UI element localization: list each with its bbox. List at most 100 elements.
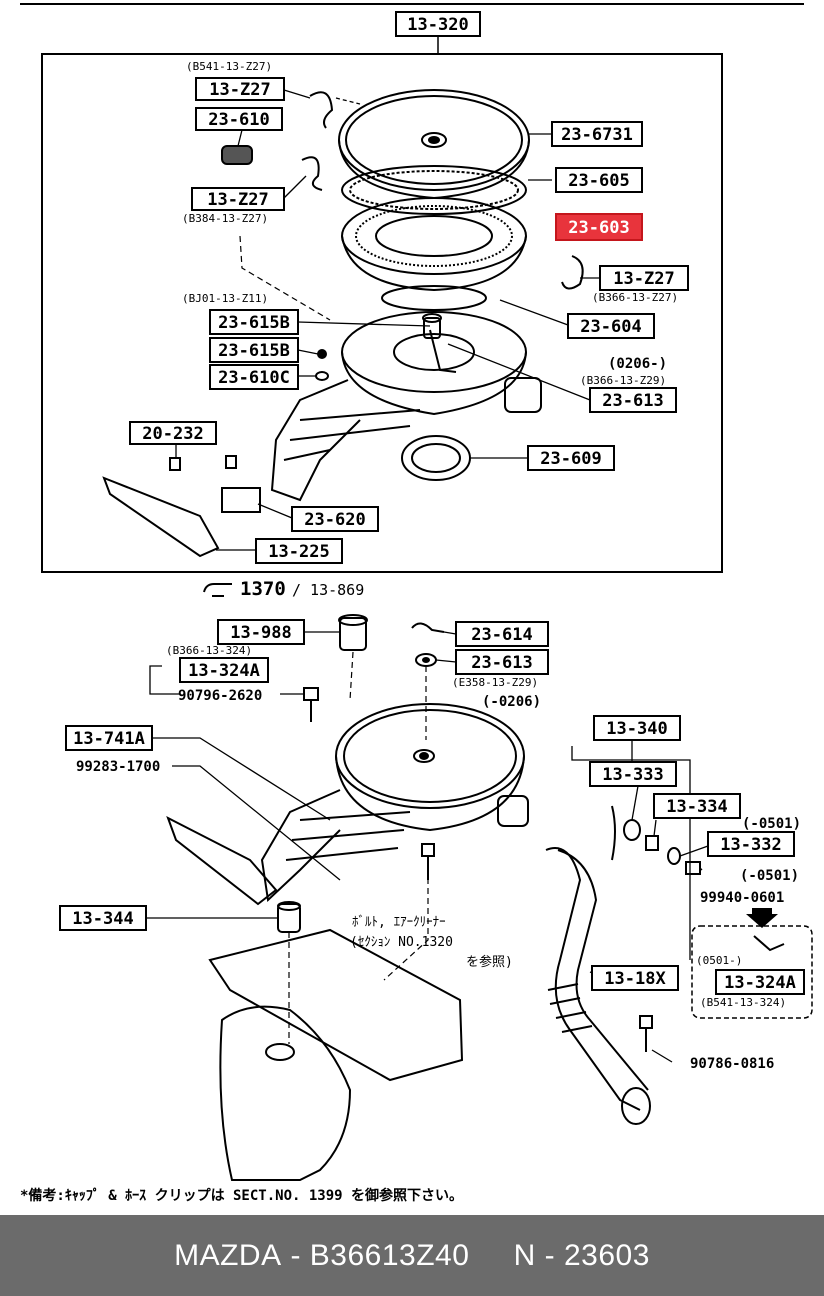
svg-text:13-Z27: 13-Z27: [613, 269, 674, 289]
svg-text:23-609: 23-609: [540, 449, 601, 469]
svg-text:99283-1700: 99283-1700: [76, 759, 160, 775]
n-prefix: N: [513, 1238, 536, 1272]
label-13-18X[interactable]: 13-18X: [591, 965, 679, 991]
label-23-620[interactable]: 23-620: [291, 506, 379, 532]
label-13-988[interactable]: 13-988: [217, 619, 305, 645]
label-23-613-lower[interactable]: 23-613: [455, 649, 549, 675]
label-13-333[interactable]: 13-333: [589, 761, 677, 787]
svg-text:23-620: 23-620: [304, 510, 365, 530]
svg-text:23-603: 23-603: [568, 218, 629, 238]
label-23-604[interactable]: 23-604: [567, 313, 655, 339]
label-13-Z27-right[interactable]: 13-Z27: [599, 265, 689, 291]
svg-text:(B366-13-324): (B366-13-324): [166, 644, 252, 657]
label-13-324A-left[interactable]: 13-324A: [179, 657, 269, 683]
gap: [469, 1239, 513, 1273]
label-13-344[interactable]: 13-344: [59, 905, 147, 931]
svg-text:ﾎﾞﾙﾄ, ｴｱｰｸﾘｰﾅｰ: ﾎﾞﾙﾄ, ｴｱｰｸﾘｰﾅｰ: [352, 915, 446, 930]
svg-text:13-344: 13-344: [72, 909, 133, 929]
label-23-6731[interactable]: 23-6731: [551, 121, 643, 147]
svg-text:13-741A: 13-741A: [73, 729, 145, 749]
upper-assembly-frame: [41, 53, 723, 573]
label-20-232[interactable]: 20-232: [129, 421, 217, 445]
svg-text:13-324A: 13-324A: [188, 661, 260, 681]
svg-text:(B541-13-324): (B541-13-324): [700, 996, 786, 1009]
svg-text:13-Z27: 13-Z27: [209, 80, 270, 100]
svg-text:23-613: 23-613: [471, 653, 532, 673]
svg-text:13-225: 13-225: [268, 542, 329, 562]
svg-text:13-18X: 13-18X: [604, 969, 666, 989]
valve-part: [338, 614, 368, 651]
gasket-ring: [341, 165, 527, 215]
svg-text:(0501-): (0501-): [696, 954, 742, 967]
svg-text:13-988: 13-988: [230, 623, 291, 643]
svg-text:23-610: 23-610: [208, 110, 269, 130]
label-13-741A[interactable]: 13-741A: [65, 725, 153, 751]
air-filter-element: [341, 197, 527, 292]
footnote: *備考:ｷｬｯﾌﾟ & ﾎｰｽ クリップは SECT.NO. 1399 を御参照…: [20, 1187, 463, 1204]
center-bolt: [422, 313, 442, 339]
label-23-615B-b[interactable]: 23-615B: [209, 337, 299, 363]
svg-text:(E358-13-Z29): (E358-13-Z29): [452, 676, 538, 689]
part-info-bar: MAZDA - B36613Z40 N - 23603: [0, 1215, 824, 1296]
intake-pipe: [545, 847, 651, 1125]
part-number: B36613Z40: [309, 1238, 470, 1272]
svg-text:13-333: 13-333: [602, 765, 663, 785]
variant-box: [691, 925, 813, 1019]
svg-text:(B541-13-Z27): (B541-13-Z27): [186, 60, 272, 73]
label-13-340[interactable]: 13-340: [593, 715, 681, 741]
brand-name: MAZDA: [174, 1238, 282, 1272]
label-13-332[interactable]: 13-332: [707, 831, 795, 857]
label-13-334[interactable]: 13-334: [653, 793, 741, 819]
separator: -: [281, 1238, 310, 1272]
svg-text:(B366-13-Z27): (B366-13-Z27): [592, 291, 678, 304]
svg-text:90786-0816: 90786-0816: [690, 1056, 774, 1072]
label-23-613-upper[interactable]: 23-613: [589, 387, 677, 413]
svg-text:(ｾｸｼｮﾝ NO.1320: (ｾｸｼｮﾝ NO.1320: [350, 935, 453, 950]
label-23-610[interactable]: 23-610: [195, 107, 283, 131]
svg-text:13-320: 13-320: [407, 15, 468, 35]
svg-text:13-334: 13-334: [666, 797, 727, 817]
svg-text:13-332: 13-332: [720, 835, 781, 855]
svg-text:23-6731: 23-6731: [561, 125, 633, 145]
svg-text:1370: 1370: [240, 578, 286, 600]
svg-text:23-605: 23-605: [568, 171, 629, 191]
parts-diagram: 13-320: [20, 3, 813, 1204]
svg-text:23-613: 23-613: [602, 391, 663, 411]
n-code: 23603: [563, 1238, 650, 1272]
svg-text:23-615B: 23-615B: [218, 341, 290, 361]
label-23-609[interactable]: 23-609: [527, 445, 615, 471]
svg-text:(-0501): (-0501): [740, 868, 799, 884]
svg-text:23-610C: 23-610C: [218, 368, 290, 388]
svg-text:(0206-): (0206-): [608, 356, 667, 372]
label-13-324A-right[interactable]: 13-324A: [715, 969, 805, 995]
svg-text:90796-2620: 90796-2620: [178, 688, 262, 704]
label-23-610C[interactable]: 23-610C: [209, 364, 299, 390]
svg-text:(BJ01-13-Z11): (BJ01-13-Z11): [182, 292, 268, 305]
separator-2: -: [535, 1238, 564, 1272]
svg-text:23-614: 23-614: [471, 625, 532, 645]
seal-ring: [401, 435, 471, 481]
label-23-614[interactable]: 23-614: [455, 621, 549, 647]
svg-text:99940-0601: 99940-0601: [700, 890, 784, 906]
label-13-320[interactable]: 13-320: [395, 11, 481, 37]
lower-air-cleaner: [260, 703, 529, 903]
svg-text:/ 13-869: / 13-869: [292, 581, 364, 599]
svg-text:20-232: 20-232: [142, 424, 203, 444]
svg-text:(-0501): (-0501): [742, 816, 801, 832]
svg-text:13-324A: 13-324A: [724, 973, 796, 993]
svg-text:23-615B: 23-615B: [218, 313, 290, 333]
svg-text:(B366-13-Z29): (B366-13-Z29): [580, 374, 666, 387]
label-23-605[interactable]: 23-605: [555, 167, 643, 193]
svg-text:を参照): を参照): [466, 954, 513, 970]
air-cleaner-cover: [338, 89, 530, 200]
label-23-603-highlighted[interactable]: 23-603: [555, 213, 643, 241]
svg-text:13-340: 13-340: [606, 719, 667, 739]
label-13-Z27-top[interactable]: 13-Z27: [195, 77, 285, 101]
svg-text:23-604: 23-604: [580, 317, 641, 337]
engine-outline: [208, 928, 464, 1181]
see-section-pointer-icon: [203, 583, 232, 597]
label-13-225[interactable]: 13-225: [255, 538, 343, 564]
label-23-615B-a[interactable]: 23-615B: [209, 309, 299, 335]
label-13-Z27-mid[interactable]: 13-Z27: [191, 187, 285, 211]
svg-text:(B384-13-Z27): (B384-13-Z27): [182, 212, 268, 225]
